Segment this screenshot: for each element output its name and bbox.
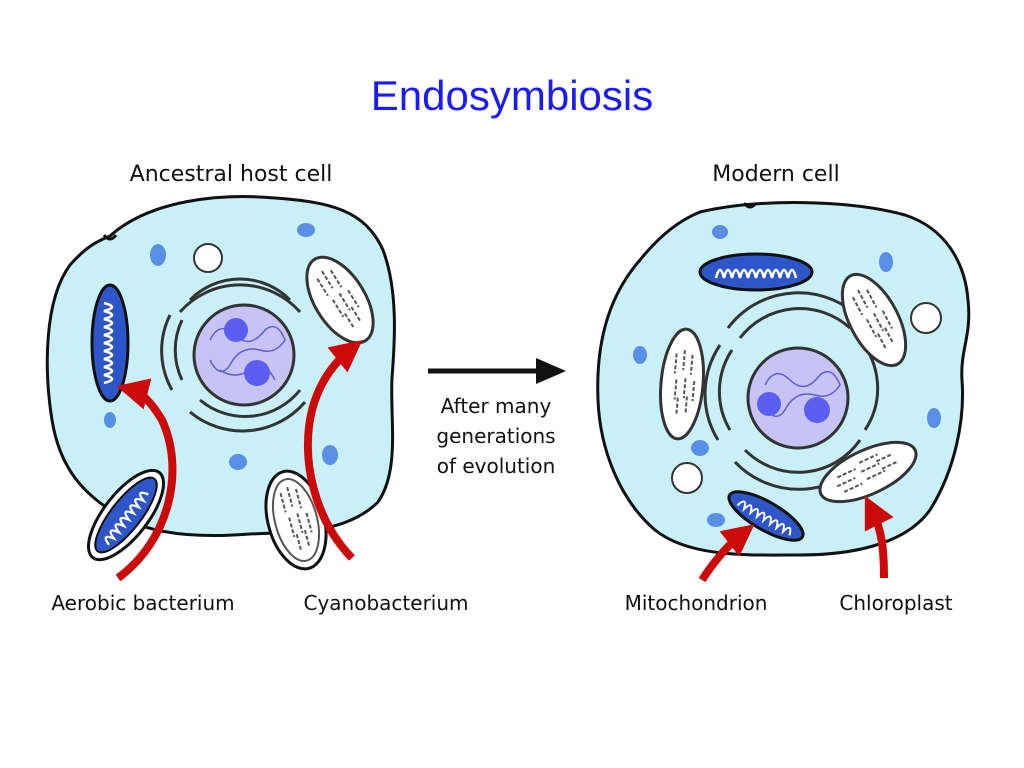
arrow-caption-line-1: After many	[441, 394, 552, 418]
endoplasmic-reticulum	[160, 277, 307, 433]
aerobic-bacterium	[87, 468, 165, 562]
host-chloroplast	[305, 255, 375, 345]
host-vacuole	[193, 243, 223, 273]
aerobic-engulf-arrow	[115, 378, 177, 582]
modern-chloroplast-left	[659, 327, 705, 441]
left-cell-heading: Ancestral host cell	[130, 162, 333, 187]
caption-chloroplast: Chloroplast	[839, 591, 952, 615]
arrow-caption-line-3: of evolution	[437, 454, 556, 478]
cyano-engulf-arrow	[303, 340, 363, 561]
slide-title: Endosymbiosis	[370, 72, 654, 119]
host-nucleolus-1	[224, 318, 248, 342]
modern-vacuole-1	[910, 302, 942, 334]
host-nucleus	[192, 303, 296, 407]
modern-nucleolus-1	[757, 392, 781, 416]
modern-nucleolus-2	[804, 397, 830, 423]
host-mitochondrion	[90, 283, 130, 403]
right-cell-heading: Modern cell	[712, 162, 839, 187]
modern-cell	[596, 201, 971, 583]
modern-mitochondrion-top	[698, 252, 814, 292]
evolution-arrow	[428, 358, 566, 384]
ancestral-host-cell	[45, 195, 396, 582]
caption-cyanobacterium: Cyanobacterium	[304, 591, 469, 615]
modern-vacuole-2	[671, 462, 703, 494]
caption-mitochondrion: Mitochondrion	[625, 591, 768, 615]
mitochondrion-pointer-arrow	[698, 524, 755, 583]
chloroplast-pointer-arrow	[864, 495, 894, 579]
caption-aerobic-bacterium: Aerobic bacterium	[51, 591, 234, 615]
host-vesicles	[104, 223, 338, 470]
modern-chloroplast-bottom	[818, 440, 918, 504]
arrow-caption-line-2: generations	[436, 424, 555, 448]
host-nucleolus-2	[244, 360, 270, 386]
modern-chloroplast-right	[840, 272, 908, 368]
modern-mitochondrion-bottom	[727, 490, 805, 542]
modern-vesicles	[633, 225, 941, 527]
